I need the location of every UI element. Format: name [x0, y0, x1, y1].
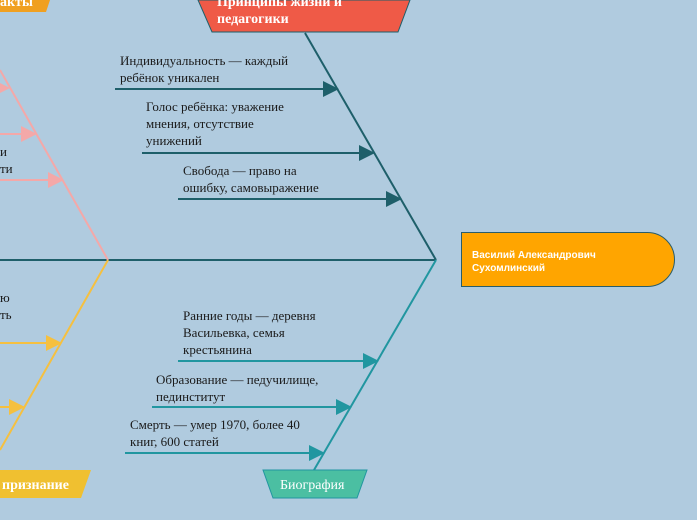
- recognition-box: [0, 470, 91, 498]
- head-topic[interactable]: Василий Александрович Сухомлинский: [461, 232, 675, 287]
- biography-item[interactable]: Образование — педучилище, пединститут: [156, 372, 319, 404]
- principle-item[interactable]: Индивидуальность — каждый ребёнок уникал…: [120, 53, 289, 85]
- recognition-label[interactable]: признание: [2, 478, 69, 493]
- principles-label-2[interactable]: педагогики: [217, 12, 289, 27]
- biography-label[interactable]: Биография: [280, 478, 345, 493]
- principles-box: [197, 0, 411, 33]
- principle-item[interactable]: Свобода — право на ошибку, самовыражение: [183, 163, 319, 195]
- recognition-item-partial[interactable]: ть: [0, 307, 12, 322]
- principles-label[interactable]: Принципы жизни и: [217, 0, 342, 10]
- recognition-item-partial[interactable]: ю: [0, 290, 10, 305]
- biography-item[interactable]: Смерть — умер 1970, более 40 книг, 600 с…: [130, 417, 300, 449]
- biography-box: [262, 469, 368, 499]
- facts-item-partial[interactable]: и: [0, 144, 7, 159]
- biography-item[interactable]: Ранние годы — деревня Васильевка, семья …: [183, 308, 316, 357]
- facts-label[interactable]: акты: [0, 0, 33, 10]
- principle-item[interactable]: Голос ребёнка: уважение мнения, отсутств…: [146, 99, 284, 148]
- facts-item-partial[interactable]: ти: [0, 161, 13, 176]
- facts-box: [0, 0, 50, 12]
